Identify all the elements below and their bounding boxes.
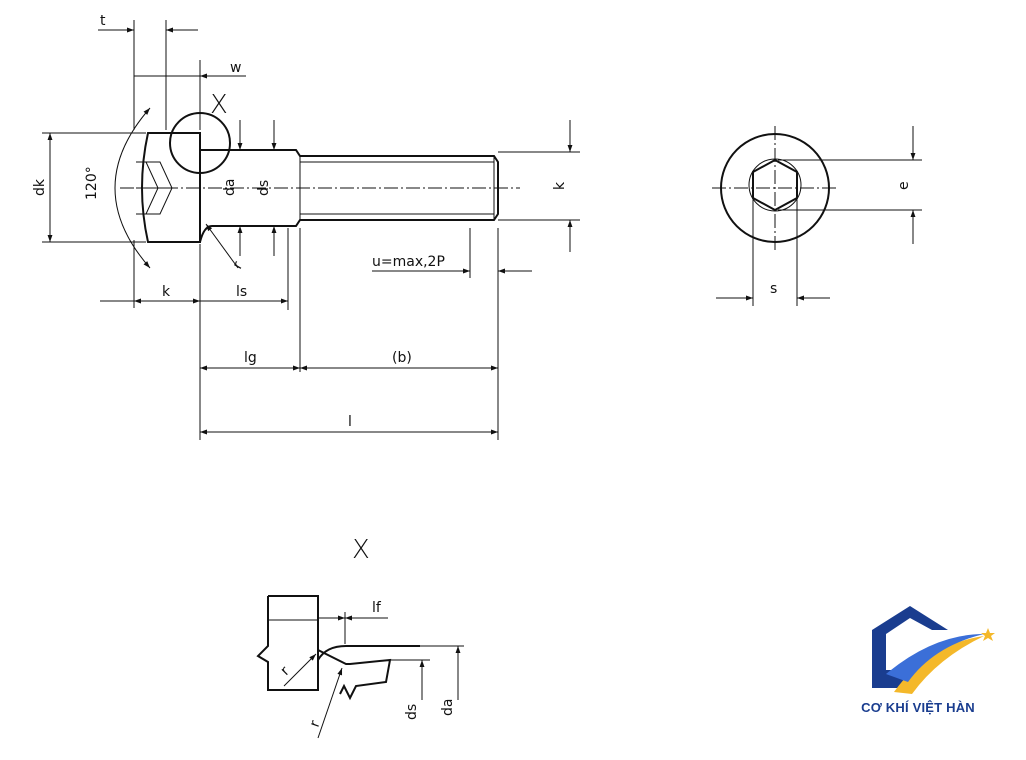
side-view: X 120° t w dk da ds k xyxy=(32,13,580,440)
dim-e-label: e xyxy=(896,181,912,190)
logo-swoosh xyxy=(894,636,984,694)
dim-t-label: t xyxy=(100,13,106,29)
logo-house-shape xyxy=(872,606,948,688)
dim-lg-label: lg xyxy=(244,350,257,366)
dim-ls-label: ls xyxy=(236,284,247,300)
detail-x-marker: X xyxy=(210,90,228,120)
dim-k-bottom-label: k xyxy=(162,284,171,300)
logo-star-icon xyxy=(981,628,995,641)
angle-120-arc xyxy=(114,107,151,269)
logo-swoosh-blue xyxy=(886,634,984,682)
angle-120-label: 120° xyxy=(84,166,100,200)
dim-ds-label: ds xyxy=(256,180,272,196)
dim-l-label: l xyxy=(348,414,352,430)
dim-dk-label: dk xyxy=(32,178,48,196)
detail-x-view: X lf r r ds da xyxy=(256,535,464,739)
logo-text: CƠ KHÍ VIỆT HÀN xyxy=(861,700,975,715)
dim-b-label: (b) xyxy=(392,350,412,366)
end-view: e s xyxy=(712,126,922,306)
dim-r-main-label: r xyxy=(230,259,247,272)
dim-da-detail-label: da xyxy=(440,699,456,716)
dim-w-label: w xyxy=(230,60,241,76)
dim-r-detail-2-label: r xyxy=(307,718,324,729)
shank-outline xyxy=(199,149,499,243)
dim-s-label: s xyxy=(770,281,777,297)
co-khi-viet-han-logo xyxy=(872,606,995,694)
dim-lf-label: lf xyxy=(372,600,382,616)
dim-r-detail-1-label: r xyxy=(278,663,294,679)
detail-shank-outline xyxy=(317,645,420,661)
dim-ds-detail-label: ds xyxy=(404,704,420,720)
dim-da-label: da xyxy=(222,179,238,196)
dim-k-right-label: k xyxy=(552,181,568,190)
dim-u-label: u=max,2P xyxy=(372,254,445,270)
detail-x-title: X xyxy=(352,535,370,565)
detail-head-outline xyxy=(256,595,319,691)
